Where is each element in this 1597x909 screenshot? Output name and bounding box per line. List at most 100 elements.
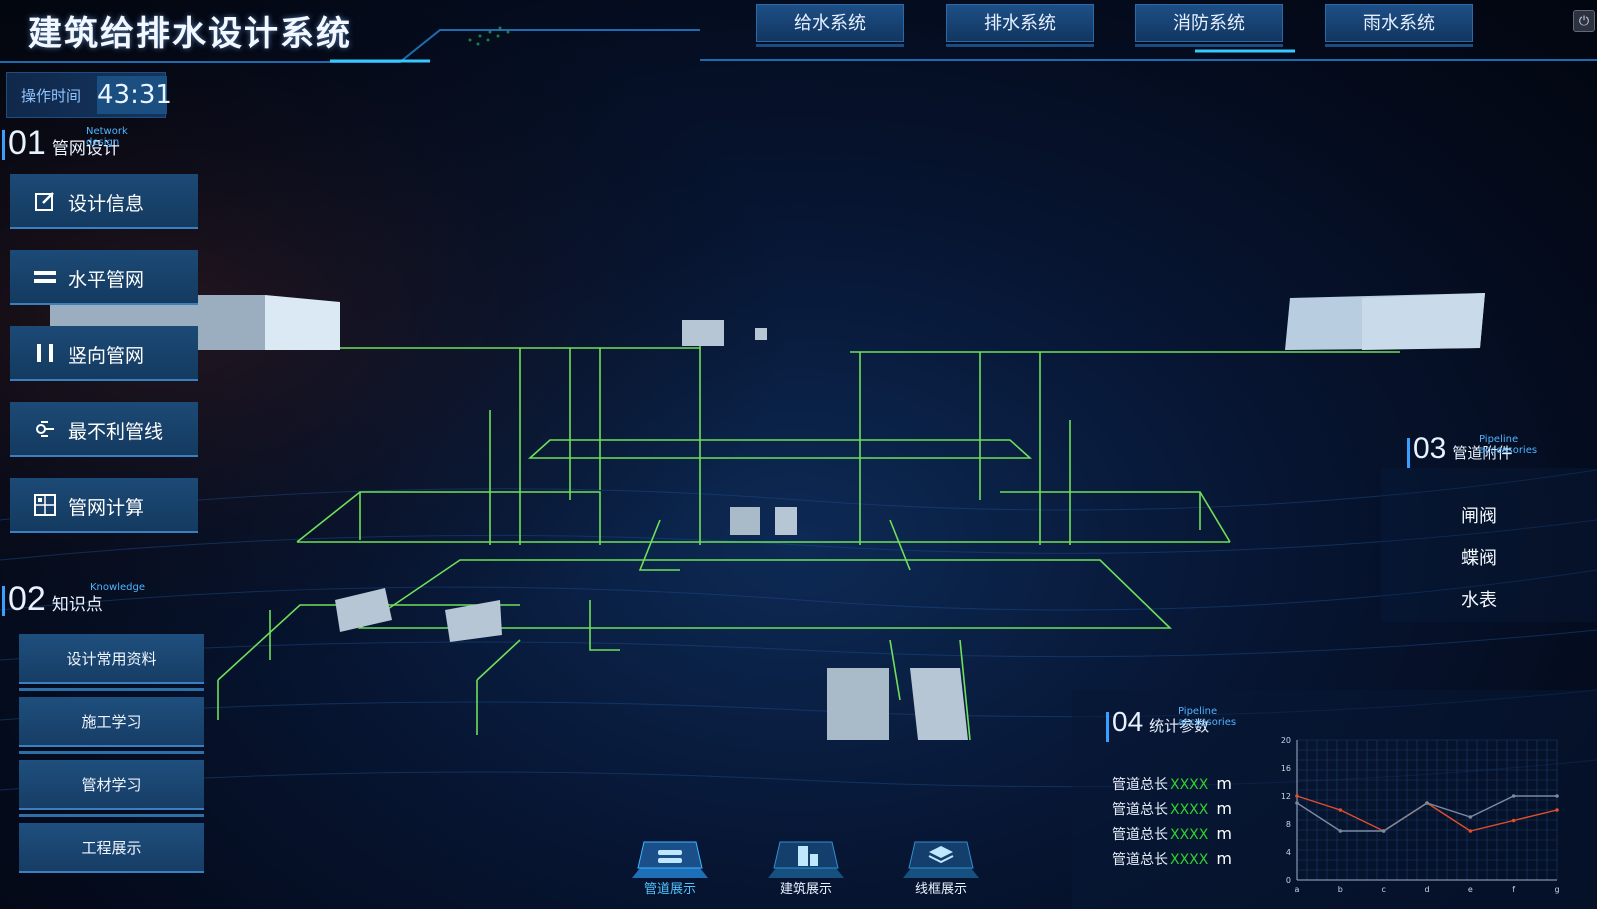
- y-tick-label: 12: [1281, 792, 1291, 801]
- section-subtitle-en: Knowledge: [90, 582, 145, 593]
- power-button[interactable]: ⏻: [1573, 10, 1595, 32]
- section-subtitle-en: Network design: [86, 126, 128, 148]
- section-title: 统计参数: [1149, 717, 1210, 735]
- pipe-display-label: 管道展示: [643, 882, 696, 897]
- stat-value: XXXX: [1170, 802, 1209, 818]
- data-point: [1425, 801, 1429, 805]
- edit-icon: [35, 192, 54, 211]
- project-showcase-button[interactable]: 工程展示: [19, 823, 204, 873]
- data-point: [1381, 829, 1386, 833]
- stat-value: XXXX: [1170, 852, 1209, 868]
- wireframe-display-label: 线框展示: [914, 882, 967, 897]
- stat-label: 管道总长: [1112, 852, 1168, 868]
- data-point: [1468, 829, 1473, 833]
- x-tick-label: b: [1338, 885, 1343, 894]
- section-statistics: Pipeline accessories 04 统计参数: [1106, 706, 1236, 742]
- data-point: [1555, 808, 1559, 812]
- divider: [19, 688, 204, 691]
- x-tick-label: f: [1512, 885, 1515, 894]
- stat-unit: m: [1216, 849, 1232, 868]
- design-reference-button[interactable]: 设计常用资料: [19, 634, 204, 684]
- x-tick-label: a: [1295, 885, 1300, 894]
- y-tick-label: 0: [1286, 876, 1291, 885]
- wireframe-display-button[interactable]: 线框展示: [896, 820, 986, 900]
- data-point: [1468, 815, 1473, 819]
- worst-pipeline-label: 最不利管线: [68, 421, 164, 443]
- operation-time: 操作时间 43:31: [6, 72, 172, 118]
- design-info-label: 设计信息: [68, 193, 145, 215]
- data-point: [1555, 794, 1559, 798]
- stat-value: XXXX: [1170, 777, 1209, 793]
- divider: [19, 814, 204, 817]
- equipment-boxes: [50, 293, 1485, 740]
- y-tick-label: 8: [1286, 820, 1291, 829]
- worst-pipeline-button[interactable]: 最不利管线: [10, 402, 198, 457]
- power-icon: ⏻: [1578, 14, 1590, 29]
- water-meter-item[interactable]: 水表: [1461, 590, 1497, 611]
- network-calc-button[interactable]: 管网计算: [10, 478, 198, 533]
- horizontal-network-button[interactable]: 水平管网: [10, 250, 198, 305]
- app-title: 建筑给排水设计系统: [28, 14, 352, 54]
- vertical-network-button[interactable]: 竖向管网: [10, 326, 198, 381]
- data-point: [1511, 818, 1516, 823]
- accessories-panel: 闸阀 蝶阀 水表: [1381, 468, 1597, 622]
- stat-label: 管道总长: [1112, 777, 1168, 793]
- tab-water-supply[interactable]: 给水系统: [756, 4, 904, 47]
- divider: [19, 751, 204, 754]
- construction-study-button[interactable]: 施工学习: [19, 697, 204, 747]
- section-number: 04: [1112, 706, 1144, 737]
- building-display-button[interactable]: 建筑展示: [761, 820, 851, 900]
- design-info-button[interactable]: 设计信息: [10, 174, 198, 229]
- x-tick-label: c: [1381, 885, 1385, 894]
- section-number: 01: [8, 124, 46, 162]
- y-tick-label: 16: [1281, 764, 1291, 773]
- x-tick-label: g: [1554, 885, 1559, 894]
- x-tick-label: e: [1468, 885, 1473, 894]
- pipe-display-button[interactable]: 管道展示: [625, 820, 715, 900]
- header: 建筑给排水设计系统 给水系统 排水系统 消防系统 雨水系统 ⏻: [0, 0, 1597, 64]
- stat-unit: m: [1216, 824, 1232, 843]
- stat-unit: m: [1216, 774, 1232, 793]
- tab-fire-protection[interactable]: 消防系统: [1135, 4, 1283, 47]
- section-number: 03: [1413, 432, 1447, 465]
- data-point: [1338, 808, 1343, 812]
- data-point: [1295, 794, 1299, 798]
- horizontal-lines-icon: [34, 271, 56, 283]
- gate-valve-item[interactable]: 闸阀: [1461, 506, 1497, 527]
- operation-time-value: 43:31: [97, 76, 172, 114]
- operation-time-label: 操作时间: [21, 87, 82, 105]
- vertical-lines-icon: [37, 344, 53, 362]
- section-title: 管道附件: [1452, 444, 1513, 462]
- data-point: [1511, 794, 1516, 798]
- pipes-icon: [632, 841, 708, 878]
- pipe-material-study-button[interactable]: 管材学习: [19, 760, 204, 810]
- stat-unit: m: [1216, 799, 1232, 818]
- network-calc-label: 管网计算: [68, 497, 145, 519]
- stat-value: XXXX: [1170, 827, 1209, 843]
- tab-drainage[interactable]: 排水系统: [946, 4, 1094, 47]
- butterfly-valve-item[interactable]: 蝶阀: [1461, 548, 1497, 569]
- network-node-icon: [36, 421, 54, 437]
- layers-icon: [903, 841, 979, 878]
- pipe-network: [200, 340, 1400, 741]
- section-subtitle-en: Pipeline accessories: [1178, 706, 1237, 728]
- stat-label: 管道总长: [1112, 802, 1168, 818]
- data-point: [1295, 801, 1299, 805]
- x-tick-label: d: [1424, 885, 1429, 894]
- building-icon: [768, 841, 844, 878]
- section-title: 管网设计: [51, 139, 120, 159]
- section-number: 02: [8, 580, 46, 618]
- y-tick-label: 20: [1281, 736, 1291, 745]
- tab-rainwater[interactable]: 雨水系统: [1325, 4, 1473, 47]
- horizontal-network-label: 水平管网: [68, 269, 145, 291]
- vertical-network-label: 竖向管网: [68, 345, 145, 367]
- section-title: 知识点: [51, 595, 103, 615]
